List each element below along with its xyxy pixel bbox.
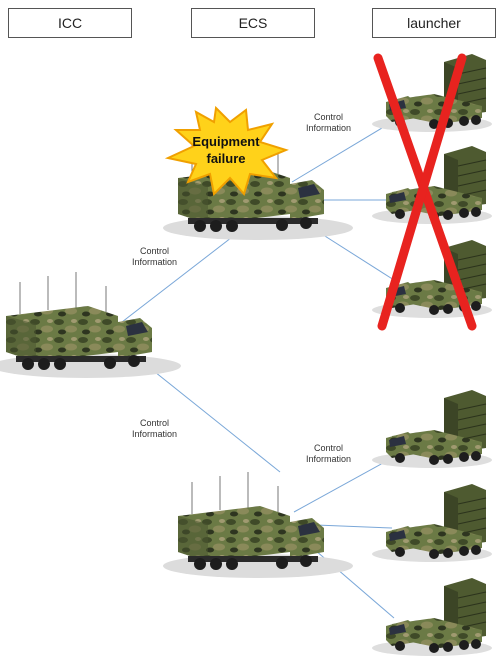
link-ecs1-launcher1 [291,121,393,183]
header-ecs-label: ECS [238,15,268,31]
launcher-bottom-3 [371,577,493,657]
label-icc-ecs2: Control Information [132,418,177,440]
label-ecs1-launchers-line2: Information [306,123,352,133]
label-icc-ecs1: Control Information [132,246,177,268]
burst-line-1: Equipment [192,134,260,149]
link-ecs2-launcher2 [315,524,393,529]
header-icc: ICC [8,8,132,38]
header-ecs: ECS [191,8,315,38]
icc-vehicle [0,271,182,379]
label-ecs1-launchers: Control Information [306,112,351,134]
header-launcher: launcher [372,8,496,38]
launcher-bottom-2 [371,483,493,563]
failure-burst: Equipment failure [164,105,289,197]
link-icc-ecs2 [139,359,281,473]
link-ecs2-launcher1 [293,457,393,513]
header-launcher-label: launcher [407,15,461,31]
label-ecs2-launchers-line2: Information [306,454,352,464]
label-icc-ecs1-line1: Control [140,246,170,256]
header-icc-label: ICC [57,15,83,31]
launcher-bottom-1 [371,389,493,469]
label-ecs2-launchers: Control Information [306,443,351,465]
burst-line-2: failure [206,151,245,166]
failure-cross [373,53,477,331]
label-ecs1-launchers-line1: Control [314,112,344,122]
label-ecs2-launchers-line1: Control [314,443,344,453]
label-icc-ecs2-line2: Information [132,429,178,439]
label-icc-ecs2-line1: Control [140,418,170,428]
label-icc-ecs1-line2: Information [132,257,178,267]
link-ecs2-launcher3 [307,543,395,619]
burst-shape [164,105,289,197]
